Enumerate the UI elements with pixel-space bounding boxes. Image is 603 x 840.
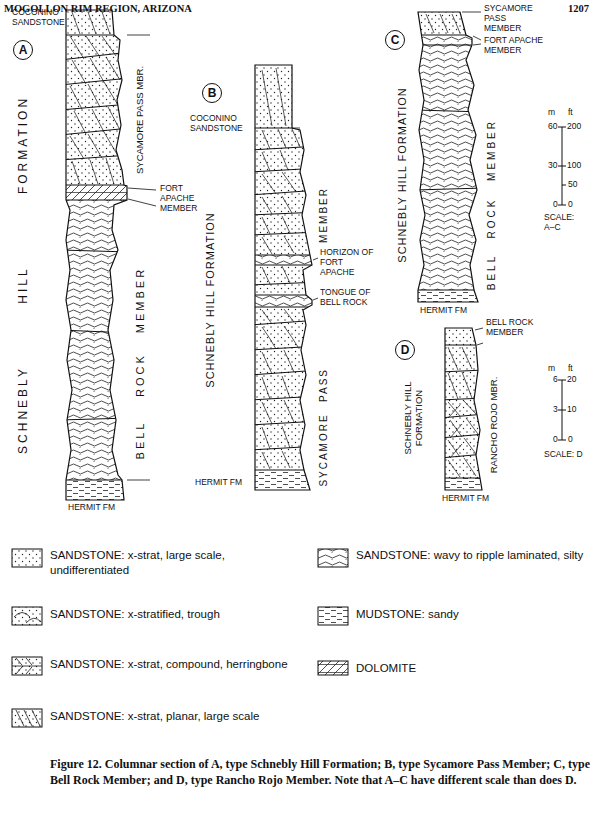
unit-label: 0 [553, 435, 558, 445]
unit-label: FORT APACHE MEMBER [484, 36, 544, 56]
unit-label-vertical: MEMBER [318, 187, 330, 243]
unit-label: 0 [553, 200, 558, 210]
unit-label: TONGUE OF BELL ROCK [320, 288, 375, 308]
unit-label: m [548, 108, 555, 118]
unit-label: SYCAMORE PASS MEMBER [484, 4, 544, 33]
unit-label-vertical: SCHNEBLY [17, 366, 31, 454]
unit-label: 3 [553, 405, 558, 415]
unit-label-vertical: ROCK [134, 353, 147, 397]
scale-bar [558, 127, 566, 440]
unit-label-vertical: BELL [134, 421, 147, 460]
unit-label: 20 [567, 375, 576, 385]
legend-text: SANDSTONE: x-stratified, trough [50, 607, 290, 622]
unit-label-vertical: MEMBER [486, 119, 498, 181]
unit-label: 60 [548, 122, 557, 132]
unit-label: 6 [553, 375, 558, 385]
unit-label: 100 [567, 161, 581, 171]
section-letter-circle: C [385, 30, 405, 50]
unit-label: m [548, 364, 555, 374]
legend-text: SANDSTONE: x-strat, planar, large scale [50, 709, 290, 724]
unit-label: COCONINO SANDSTONE [12, 8, 64, 28]
unit-label: 1207 [568, 3, 589, 15]
unit-label-vertical: ROCK [486, 198, 498, 239]
section-letter: C [391, 34, 400, 46]
unit-label: ft [568, 108, 573, 118]
unit-label: HERMIT FM [195, 478, 242, 488]
legend-text: DOLOMITE [356, 661, 591, 676]
unit-label: 10 [567, 405, 576, 415]
unit-label-vertical: FORMATION [17, 96, 31, 194]
unit-label-vertical: SCHNEBLY HILL FORMATION [396, 87, 409, 262]
column-d [440, 328, 485, 490]
column-c [415, 12, 485, 302]
column-a [60, 10, 130, 500]
unit-label-vertical: RANCHO ROJO MBR. [489, 377, 500, 474]
section-letter-circle: D [395, 340, 415, 360]
column-b [250, 65, 320, 490]
unit-label: HERMIT FM [442, 494, 489, 504]
unit-label: SCALE: A–C [544, 213, 586, 233]
unit-label: BELL ROCK MEMBER [486, 318, 546, 338]
unit-label-vertical: HILL [17, 266, 31, 303]
unit-label: SCALE: D [544, 450, 584, 460]
unit-label: HERMIT FM [68, 503, 115, 513]
unit-label-vertical: SCHNEBLY HILL FORMATION [403, 371, 425, 466]
unit-label-vertical: MEMBER [134, 267, 147, 333]
legend-text: SANDSTONE: x-strat, large scale, undiffe… [50, 548, 290, 578]
legend-text: SANDSTONE: wavy to ripple laminated, sil… [356, 548, 591, 563]
unit-label: 200 [567, 122, 581, 132]
unit-label: FORT APACHE MEMBER [160, 184, 210, 213]
unit-label-vertical: SYCAMORE [318, 413, 330, 486]
unit-label: 0 [568, 435, 573, 445]
section-letter: D [401, 344, 410, 356]
figure-caption: Figure 12. Columnar section of A, type S… [50, 756, 595, 788]
unit-label: 0 [568, 200, 573, 210]
section-letter: B [208, 87, 217, 99]
legend-text: MUDSTONE: sandy [356, 607, 591, 622]
unit-label: 30 [548, 161, 557, 171]
section-letter-circle: B [202, 83, 222, 103]
legend-text: SANDSTONE: x-strat, compound, herringbon… [50, 657, 290, 672]
unit-label-vertical: SCHNEBLY HILL FORMATION [204, 212, 217, 387]
unit-label: COCONINO SANDSTONE [190, 114, 252, 134]
unit-label: HERMIT FM [420, 306, 467, 316]
section-letter: A [19, 44, 28, 56]
legend-swatches [12, 549, 348, 727]
section-letter-circle: A [13, 40, 33, 60]
unit-label: ft [568, 364, 573, 374]
unit-label-vertical: PASS [318, 368, 330, 402]
unit-label: 50 [568, 180, 577, 190]
unit-label: HORIZON OF FORT APACHE [320, 248, 375, 277]
unit-label-vertical: BELL [486, 254, 498, 290]
unit-label-vertical: SYCAMORE PASS MBR. [135, 66, 146, 174]
